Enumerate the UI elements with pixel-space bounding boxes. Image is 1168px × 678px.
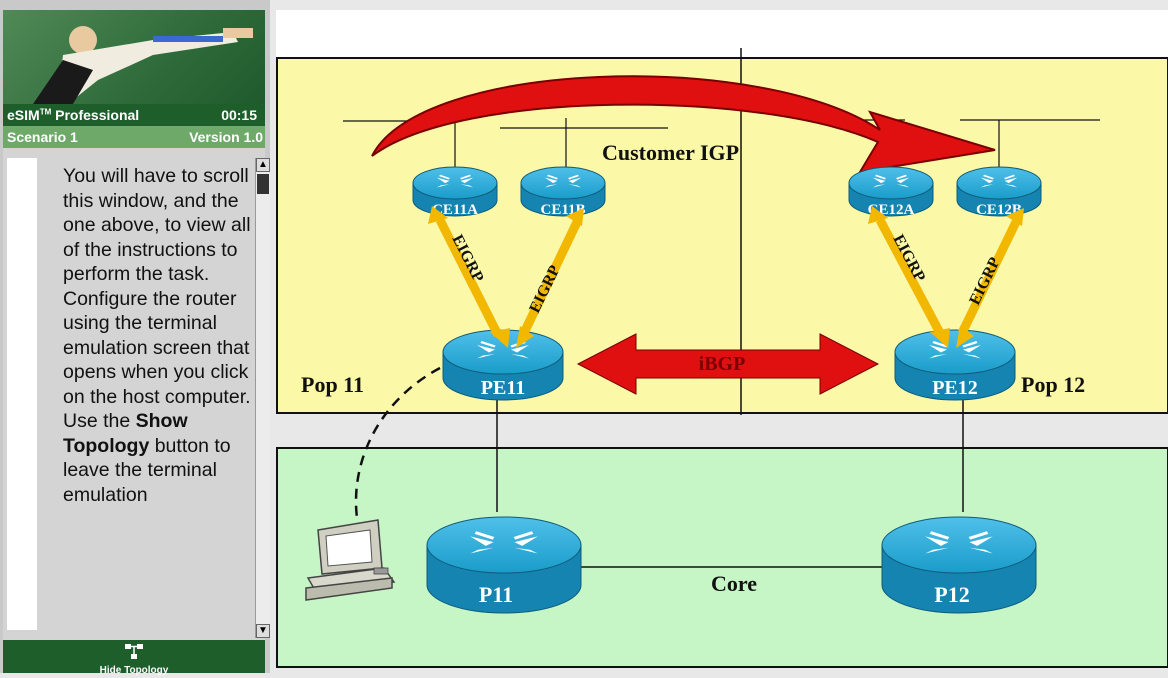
host-computer-icon[interactable] xyxy=(305,519,396,601)
topology-view: Customer IGP CE11A CE11B CE12A CE12 xyxy=(270,0,1168,673)
product-name: eSIMTM Professional xyxy=(7,107,140,123)
instruction-paragraph-1: You will have to scroll this window, and… xyxy=(63,165,251,285)
console-cable xyxy=(354,366,441,519)
router-label-pe12: PE12 xyxy=(932,377,978,399)
customer-igp-arrow xyxy=(371,75,996,174)
instruction-paragraph-2: Configure the router using the terminal … xyxy=(63,287,251,408)
router-label-pe11: PE11 xyxy=(481,377,525,399)
instructions-text: You will have to scroll this window, and… xyxy=(41,164,253,626)
ibgp-label: iBGP xyxy=(699,353,746,375)
instructions-margin xyxy=(7,158,37,630)
timer: 00:15 xyxy=(221,107,257,123)
instructions-window[interactable]: You will have to scroll this window, and… xyxy=(3,148,270,640)
router-pe12[interactable]: PE12 xyxy=(894,329,1016,401)
router-ce11b[interactable]: CE11B xyxy=(520,166,606,218)
pop12-label: Pop 12 xyxy=(1021,372,1085,397)
router-p11[interactable]: P11 xyxy=(426,516,582,614)
router-pe11[interactable]: PE11 xyxy=(442,329,564,401)
esim-banner-image xyxy=(3,10,265,104)
hide-topology-button[interactable]: Hide Topology xyxy=(3,640,265,676)
topology-icon xyxy=(125,644,143,659)
core-label: Core xyxy=(711,571,757,596)
ibgp-arrow: iBGP xyxy=(576,333,880,395)
scroll-thumb[interactable] xyxy=(257,174,269,194)
topology-diagram: Customer IGP CE11A CE11B CE12A CE12 xyxy=(270,0,1168,673)
product-bar: eSIMTM Professional 00:15 xyxy=(3,104,265,126)
pop11-label: Pop 11 xyxy=(301,372,364,397)
router-label-ce11a: CE11A xyxy=(432,202,478,218)
router-label-p12: P12 xyxy=(934,582,969,607)
version-label: Version 1.0 xyxy=(189,129,263,145)
scroll-up-arrow-icon[interactable]: ▲ xyxy=(256,158,270,172)
instructions-scrollbar[interactable]: ▲ ▼ xyxy=(255,158,270,638)
router-ce12a[interactable]: CE12A xyxy=(848,166,934,218)
instruction-paragraph-3: Use the Show Topology button to leave th… xyxy=(63,410,231,506)
instruction-panel: eSIMTM Professional 00:15 Scenario 1 Ver… xyxy=(0,0,270,676)
scenario-bar: Scenario 1 Version 1.0 xyxy=(3,126,265,148)
customer-igp-label: Customer IGP xyxy=(602,140,739,165)
scroll-down-arrow-icon[interactable]: ▼ xyxy=(256,624,270,638)
router-label-ce12b: CE12B xyxy=(976,202,1022,218)
router-ce11a[interactable]: CE11A xyxy=(412,166,498,218)
hide-topology-label: Hide Topology xyxy=(99,665,169,676)
scenario-label: Scenario 1 xyxy=(7,129,78,145)
router-p12[interactable]: P12 xyxy=(881,516,1037,614)
router-ce12b[interactable]: CE12B xyxy=(956,166,1042,218)
router-label-p11: P11 xyxy=(479,582,513,607)
